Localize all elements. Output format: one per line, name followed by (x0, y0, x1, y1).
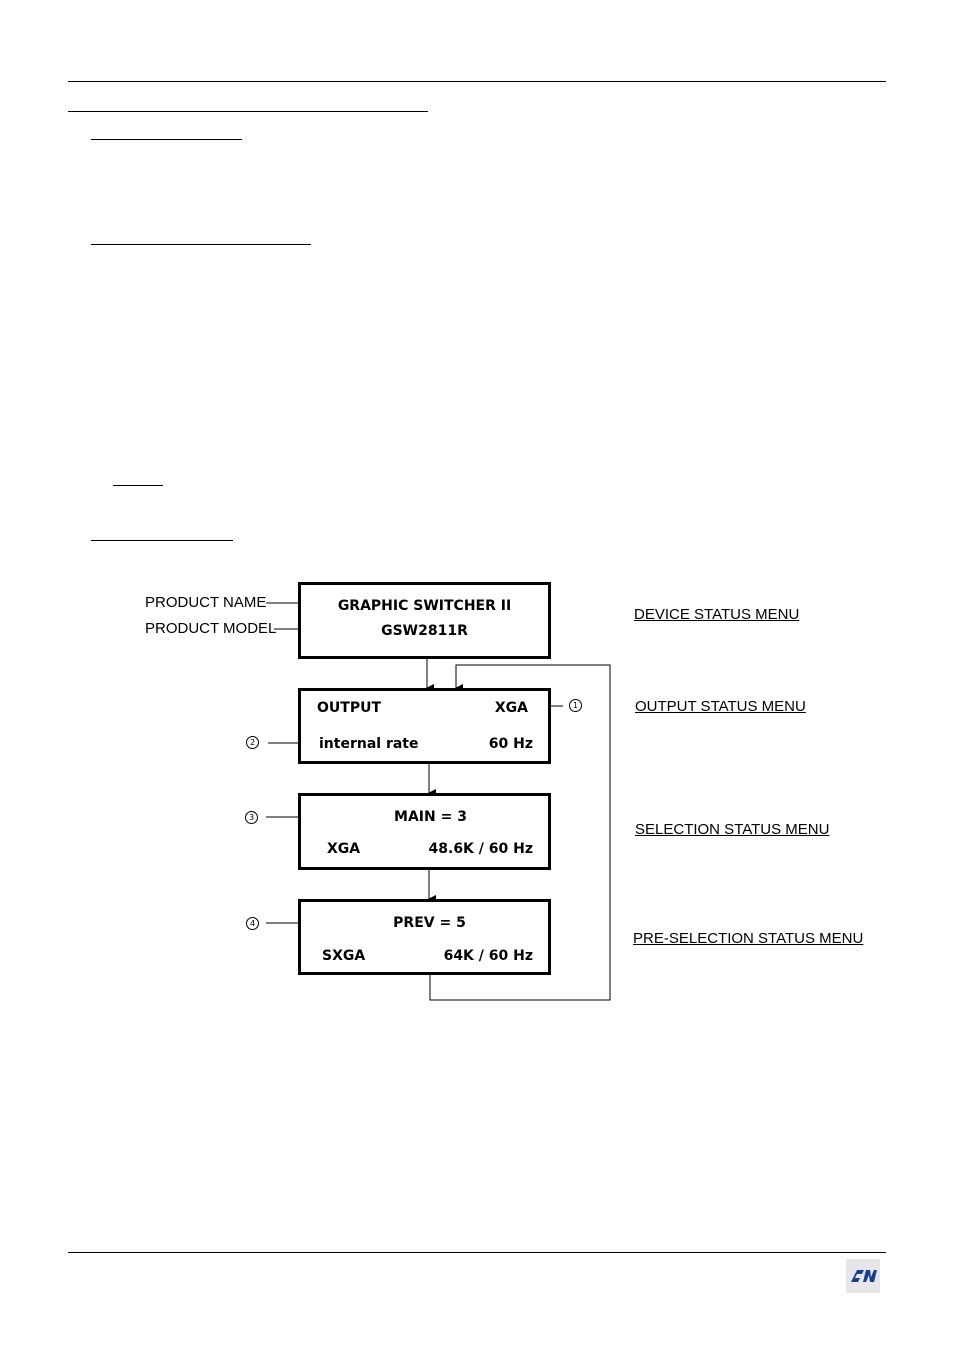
selection-status-box: MAIN = 3 XGA 48.6K / 60 Hz (298, 793, 551, 870)
preselection-frequency: 64K / 60 Hz (443, 948, 533, 964)
output-status-box: OUTPUT XGA internal rate 60 Hz (298, 688, 551, 764)
footer-rule (68, 1252, 886, 1253)
section-heading-rule (68, 111, 428, 112)
marker-1-icon: 1 (569, 699, 582, 712)
output-frequency: 60 Hz (488, 736, 533, 752)
selection-status-menu-label: SELECTION STATUS MENU (635, 821, 830, 838)
preselection-status-box: PREV = 5 SXGA 64K / 60 Hz (298, 899, 551, 975)
device-product-model: GSW2811R (381, 623, 468, 639)
output-status-menu-label: OUTPUT STATUS MENU (635, 698, 806, 715)
preselection-resolution: SXGA (322, 948, 366, 964)
subheading-rule-1 (91, 139, 242, 140)
selection-resolution: XGA (327, 841, 361, 857)
selection-main-input: MAIN = 3 (394, 809, 467, 825)
return-loop-arrow (429, 664, 611, 1001)
output-resolution: XGA (494, 700, 528, 716)
device-product-name: GRAPHIC SWITCHER II (337, 598, 512, 614)
company-logo-icon (846, 1259, 880, 1293)
marker-3-icon: 3 (245, 811, 258, 824)
selection-frequency: 48.6K / 60 Hz (428, 841, 533, 857)
preselection-preview-input: PREV = 5 (393, 915, 466, 931)
device-status-menu-label: DEVICE STATUS MENU (634, 606, 800, 623)
header-rule (68, 81, 886, 82)
product-model-label: PRODUCT MODEL (145, 620, 277, 637)
subheading-rule-3 (91, 540, 233, 541)
output-title: OUTPUT (317, 700, 381, 716)
marker-4-icon: 4 (246, 917, 259, 930)
product-name-label: PRODUCT NAME (145, 594, 267, 611)
device-status-box: GRAPHIC SWITCHER II GSW2811R (298, 582, 551, 659)
output-rate-mode: internal rate (319, 736, 419, 752)
preselection-status-menu-label: PRE-SELECTION STATUS MENU (633, 930, 864, 947)
marker-2-icon: 2 (246, 736, 259, 749)
note-rule (113, 485, 163, 486)
subheading-rule-2 (91, 244, 311, 245)
